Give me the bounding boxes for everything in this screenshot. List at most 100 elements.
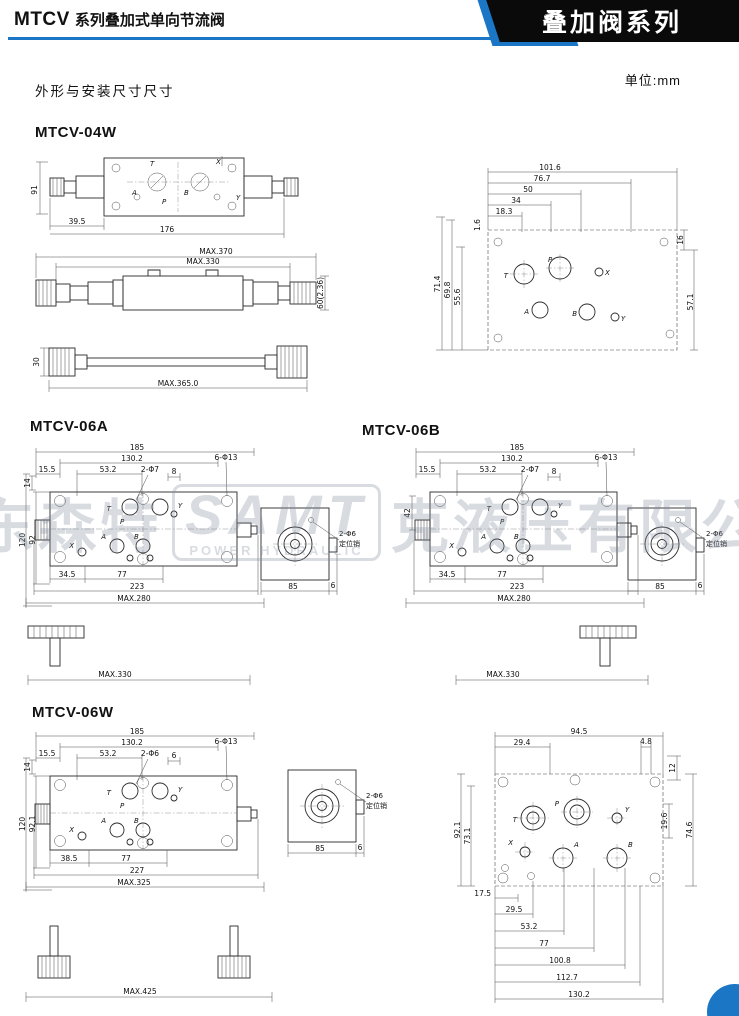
port-label: P (548, 256, 553, 264)
port-label: A (523, 308, 529, 316)
dim-label: MAX.330 (486, 670, 520, 679)
page-title-model: MTCV (14, 9, 70, 30)
header-underline (8, 37, 553, 40)
dim-label: 130.2 (121, 454, 143, 463)
section-title: MTCV-06B (362, 422, 441, 439)
dim-label: 74.6 (685, 821, 694, 838)
port-label: X (68, 826, 74, 834)
dim-label: 15.5 (39, 749, 56, 758)
dim-label: 15.5 (39, 465, 56, 474)
dim-label: 6 (698, 581, 703, 590)
mtcv-06w-mounting-face-drawing: 94.5 29.4 4.8 12 92.1 73.1 19.6 74.6 T P… (453, 727, 697, 1003)
mtcv-04w-side-view-drawing: MAX.370 MAX.330 60(2.36) (35, 247, 329, 311)
dim-label: 8 (552, 467, 557, 476)
port-label: P (120, 518, 125, 526)
mtcv-06a-side-view-drawing: 2-Φ6 定位销 85 6 (260, 507, 360, 595)
dim-label: 6-Φ13 (215, 737, 238, 746)
dim-label: MAX.330 (98, 670, 132, 679)
port-label: Y (625, 806, 630, 814)
dim-label: MAX.325 (117, 878, 151, 887)
dim-label: 6-Φ13 (595, 453, 618, 462)
dim-label: 2-Φ7 (521, 465, 539, 474)
mtcv-04w-rod-view-drawing: 30 MAX.365.0 (32, 345, 308, 392)
dim-label: 130.2 (568, 990, 590, 999)
dim-label: 16 (676, 235, 685, 245)
valve-side-outline (35, 269, 317, 311)
dim-label: 12 (668, 763, 677, 773)
t-handle-outline (579, 625, 637, 667)
dim-label: 29.5 (506, 905, 523, 914)
port-label: X (448, 542, 454, 550)
section-title: MTCV-06A (30, 418, 109, 435)
port-label: Y (178, 786, 183, 794)
dim-label: 定位销 (706, 539, 727, 548)
unit-label: 单位:mm (624, 73, 681, 88)
dim-label: 100.8 (549, 956, 571, 965)
dim-label: MAX.280 (497, 594, 531, 603)
rod-outline (48, 345, 308, 379)
dim-label: 定位销 (366, 801, 387, 810)
dim-label: 29.4 (514, 738, 531, 747)
port-label: Y (621, 315, 626, 323)
dim-label: 73.1 (463, 827, 472, 844)
dim-label: 55.6 (453, 288, 462, 305)
dim-label: 94.5 (571, 727, 588, 736)
dim-label: 223 (510, 582, 525, 591)
port-label: A (100, 817, 106, 825)
dim-label: 2-Φ6 (366, 792, 383, 800)
port-label: X (507, 839, 513, 847)
bolt-holes (493, 237, 675, 343)
dim-label: 2-Φ6 (141, 749, 159, 758)
dim-label: 85 (288, 582, 298, 591)
dim-label: 34.5 (439, 570, 456, 579)
dim-label: MAX.370 (199, 247, 233, 256)
dim-label: 185 (130, 727, 145, 736)
dim-label: MAX.280 (117, 594, 151, 603)
mtcv-06a-main-view-drawing: 185 130.2 15.5 53.2 2-Φ7 8 6-Φ13 14 120 … (18, 443, 265, 608)
dim-label: 101.6 (539, 163, 561, 172)
port-label: A (100, 533, 106, 541)
dim-label: 91 (30, 185, 39, 195)
port-label: P (555, 800, 560, 808)
port-label: A (480, 533, 486, 541)
dim-label: MAX.330 (186, 257, 220, 266)
mtcv-06b-main-view-drawing: 185 130.2 15.5 53.2 2-Φ7 8 6-Φ13 42 T P (403, 443, 645, 608)
section-title: MTCV-06W (32, 704, 114, 721)
port-label: P (162, 198, 167, 206)
mtcv-06a-handle-drawing: MAX.330 (27, 625, 251, 685)
dim-label: 77 (539, 939, 549, 948)
dim-label: 30 (32, 357, 41, 367)
dim-label: MAX.425 (123, 987, 157, 996)
dim-label: 69.8 (443, 281, 452, 298)
port-label: T (107, 505, 112, 513)
mtcv-06w-side-view-drawing: 2-Φ6 定位销 85 6 (287, 769, 387, 857)
dim-label: 2-Φ7 (141, 465, 159, 474)
section-subtitle: 外形与安装尺寸尺寸 (35, 84, 175, 99)
port-label: B (514, 533, 519, 541)
port-holes (77, 498, 178, 562)
dim-label: 17.5 (474, 889, 491, 898)
dim-label: 85 (315, 844, 325, 853)
dim-label: 2-Φ6 (706, 530, 723, 538)
dim-label: 6 (331, 581, 336, 590)
dim-label: 38.5 (61, 854, 78, 863)
dim-label: 130.2 (501, 454, 523, 463)
dim-label: 76.7 (534, 174, 551, 183)
port-label: T (107, 789, 112, 797)
t-handle-outline (37, 925, 251, 979)
dim-label: 227 (130, 866, 145, 875)
dim-label: 60(2.36) (316, 277, 325, 309)
mtcv-06w-main-view-drawing: 185 130.2 15.5 53.2 2-Φ6 6 6-Φ13 14 120 … (18, 727, 265, 892)
page-title-text: 系列叠加式单向节流阀 (74, 12, 225, 29)
port-label: B (628, 841, 633, 849)
dim-label: 185 (130, 443, 145, 452)
port-label: B (134, 817, 139, 825)
series-banner: 叠加阀系列 (486, 0, 739, 42)
dim-label: 15.5 (419, 465, 436, 474)
section-title: MTCV-04W (35, 124, 117, 141)
series-banner-label: 叠加阀系列 (541, 9, 682, 37)
port-label: P (500, 518, 505, 526)
dim-label: 14 (23, 478, 32, 488)
